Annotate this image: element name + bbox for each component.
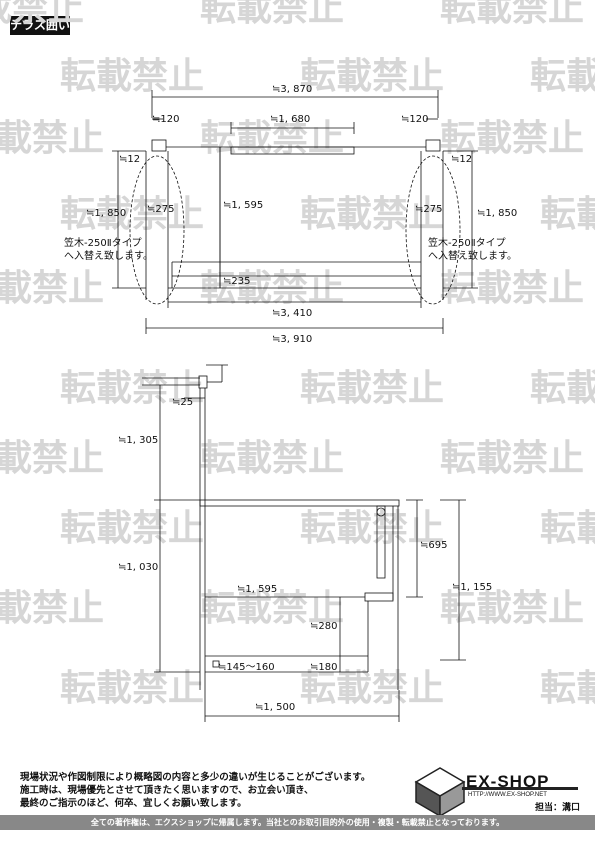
watermark-layer: 転載禁止転載禁止転載禁止転載禁止転載禁止転載禁止転載禁止転載禁止転載禁止転載禁止… [0, 0, 595, 709]
label-base-width: ≒1, 500 [255, 702, 295, 713]
side-step-block [364, 592, 394, 602]
label-post-left: ≒120 [152, 114, 179, 125]
label-depth: ≒1, 595 [237, 584, 277, 595]
label-bottom-depth: ≒235 [223, 276, 250, 287]
replace-highlight-left [129, 155, 185, 305]
watermark-text: 転載禁止 [440, 588, 584, 629]
label-step-range: ≒145～160 [218, 662, 275, 673]
logo-cube-icon [414, 767, 578, 818]
label-post-offset: ≒25 [172, 397, 193, 408]
watermark-text: 転載禁止 [0, 588, 104, 629]
label-offset-right: ≒12 [451, 154, 472, 165]
side-view-labels: ≒25 ≒1, 305 ≒1, 030 ≒1, 595 ≒695 ≒1, 155… [118, 397, 492, 713]
center-beam [230, 146, 355, 155]
watermark-text: 転載禁止 [200, 438, 344, 479]
watermark-text: 転載禁止 [300, 368, 444, 409]
watermark-text: 転載禁止 [440, 0, 584, 29]
note-right-line-1: 笠木-250Ⅱタイプ [428, 236, 506, 249]
person-in-charge: 担当：溝口 [535, 803, 581, 813]
copyright-footer: 全ての著作権は、エクスショップに帰属します。当社とのお取引目的外の使用・複製・転… [0, 815, 595, 830]
side-hanger [376, 505, 386, 579]
watermark-text: 転載禁止 [540, 668, 595, 709]
label-front-height: ≒695 [420, 540, 447, 551]
label-overall-width: ≒3, 870 [272, 84, 312, 95]
note-left-line-1: 笠木-250Ⅱタイプ [64, 236, 142, 249]
watermark-text: 転載禁止 [60, 56, 204, 97]
watermark-text: 転載禁止 [440, 268, 584, 309]
note-line-3: 最終のご指示のほど、何卒、宜しくお願い致します。 [20, 798, 247, 809]
watermark-text: 転載禁止 [540, 508, 595, 549]
watermark-text: 転載禁止 [200, 268, 344, 309]
side-hanger-knob [376, 507, 386, 517]
watermark-text: 転載禁止 [300, 508, 444, 549]
label-inner-height: ≒1, 595 [223, 200, 263, 211]
note-right-line-2: へ入替え致します。 [428, 249, 517, 262]
watermark-text: 転載禁止 [200, 588, 344, 629]
label-outer-width: ≒3, 910 [272, 334, 312, 345]
brand-site: HTTP://WWW.EX-SHOP.NET [468, 792, 547, 798]
note-line-1: 現場状況や作図制限により概略図の内容と多少の違いが生じることがございます。 [20, 772, 371, 783]
watermark-text: 転載禁止 [0, 118, 104, 159]
watermark-text: 転載禁止 [60, 368, 204, 409]
note-left-line-2: へ入替え致します。 [64, 249, 153, 262]
watermark-text: 転載禁止 [0, 268, 104, 309]
watermark-text: 転載禁止 [60, 668, 204, 709]
watermark-text: 転載禁止 [300, 194, 444, 235]
watermark-text: 転載禁止 [200, 0, 344, 29]
top-view-labels: ≒3, 870 ≒120 ≒120 ≒1, 680 ≒12 ≒12 ≒1, 85… [64, 84, 517, 345]
post-cap-left [151, 139, 167, 152]
label-step-height: ≒280 [310, 621, 337, 632]
side-floor-marker [212, 660, 220, 668]
disclaimer-notes: 現場状況や作図制限により概略図の内容と多少の違いが生じることがございます。 施工… [20, 771, 370, 810]
watermark-text: 転載禁止 [440, 438, 584, 479]
drawing-title: テラス囲い [10, 16, 70, 35]
label-offset-left: ≒12 [119, 154, 140, 165]
label-height-left: ≒1, 850 [86, 208, 126, 219]
label-total-front-height: ≒1, 155 [452, 582, 492, 593]
label-lower-height: ≒1, 030 [118, 562, 158, 573]
label-height-right: ≒1, 850 [477, 208, 517, 219]
brand-name: EX-SHOP [466, 772, 550, 791]
side-canopy [199, 499, 400, 507]
replace-highlight-right [405, 155, 461, 305]
label-center-span: ≒1, 680 [270, 114, 310, 125]
label-depth-left: ≒275 [147, 204, 174, 215]
side-view [142, 364, 466, 722]
watermark-text: 転載禁止 [300, 668, 444, 709]
watermark-text: 転載禁止 [530, 56, 595, 97]
watermark-text: 転載禁止 [60, 508, 204, 549]
watermark-text: 転載禁止 [540, 194, 595, 235]
note-line-2: 施工時は、現場優先とさせて頂きたく思いますので、お立会い頂き、 [20, 785, 314, 796]
watermark-text: 転載禁止 [300, 56, 444, 97]
watermark-text: 転載禁止 [200, 118, 344, 159]
watermark-text: 転載禁止 [530, 368, 595, 409]
label-inner-width: ≒3, 410 [272, 308, 312, 319]
top-view [112, 90, 478, 334]
label-upper-height: ≒1, 305 [118, 435, 158, 446]
label-post-right: ≒120 [401, 114, 428, 125]
watermark-text: 転載禁止 [0, 438, 104, 479]
post-cap-right [425, 139, 441, 152]
label-step-depth: ≒180 [310, 662, 337, 673]
watermark-text: 転載禁止 [0, 0, 84, 29]
watermark-text: 転載禁止 [440, 118, 584, 159]
label-depth-right: ≒275 [415, 204, 442, 215]
